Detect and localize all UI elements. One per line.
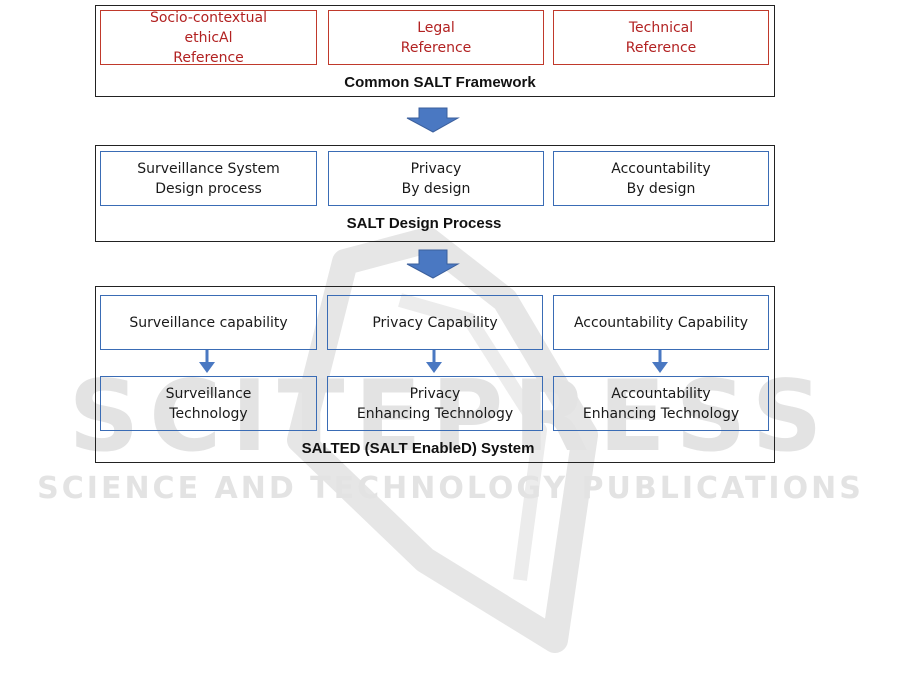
box-line: Privacy [410,160,462,177]
watermark-subtitle: SCIENCE AND TECHNOLOGY PUBLICATIONS [37,471,864,506]
surveillance-capability-box: Surveillance capability [100,295,317,350]
framework-title: Common SALT Framework [344,74,536,91]
framework-panel [95,5,775,97]
box-line: Accountability Capability [573,314,749,331]
legal-reference-box: Legal Reference [328,10,544,65]
system-panel [95,286,775,463]
box-line: Accountability [611,385,711,402]
design-process-panel [95,145,775,242]
socio-contextual-reference-box: Socio-contextual ethicAl Reference [100,9,317,66]
down-arrow-icon [406,249,460,279]
small-down-arrow-icon [199,350,215,373]
box-line: Technical [628,19,694,36]
down-arrow-icon [406,107,460,133]
accountability-enhancing-technology-box: Accountability Enhancing Technology [553,376,769,431]
box-line: By design [401,180,471,197]
box-line: Technology [169,405,248,422]
box-line: Privacy Capability [372,314,498,331]
box-line: By design [626,180,696,197]
design-process-title: SALT Design Process [346,215,502,232]
box-line: Privacy [409,385,461,402]
box-line: Accountability [611,160,711,177]
privacy-enhancing-technology-box: Privacy Enhancing Technology [327,376,543,431]
box-line: Design process [155,180,262,197]
privacy-capability-box: Privacy Capability [327,295,543,350]
box-line: Surveillance capability [129,314,288,331]
accountability-by-design-box: Accountability By design [553,151,769,206]
small-down-arrow-icon [426,350,442,373]
system-title: SALTED (SALT EnableD) System [301,440,535,457]
box-line: Surveillance [165,385,252,402]
box-line: Reference [625,39,697,56]
box-line: Surveillance System [137,160,280,177]
box-line: Socio-contextual [149,9,268,26]
box-line: ethicAl [184,29,233,46]
box-line: Reference [400,39,472,56]
box-line: Enhancing Technology [582,405,740,422]
box-line: Legal [417,19,455,36]
surveillance-design-box: Surveillance System Design process [100,151,317,206]
technical-reference-box: Technical Reference [553,10,769,65]
box-line: Enhancing Technology [356,405,514,422]
small-down-arrow-icon [652,350,668,373]
box-line: Reference [173,49,244,66]
watermark-title: SCITEPRESS [68,360,833,474]
accountability-capability-box: Accountability Capability [553,295,769,350]
privacy-by-design-box: Privacy By design [328,151,544,206]
surveillance-technology-box: Surveillance Technology [100,376,317,431]
